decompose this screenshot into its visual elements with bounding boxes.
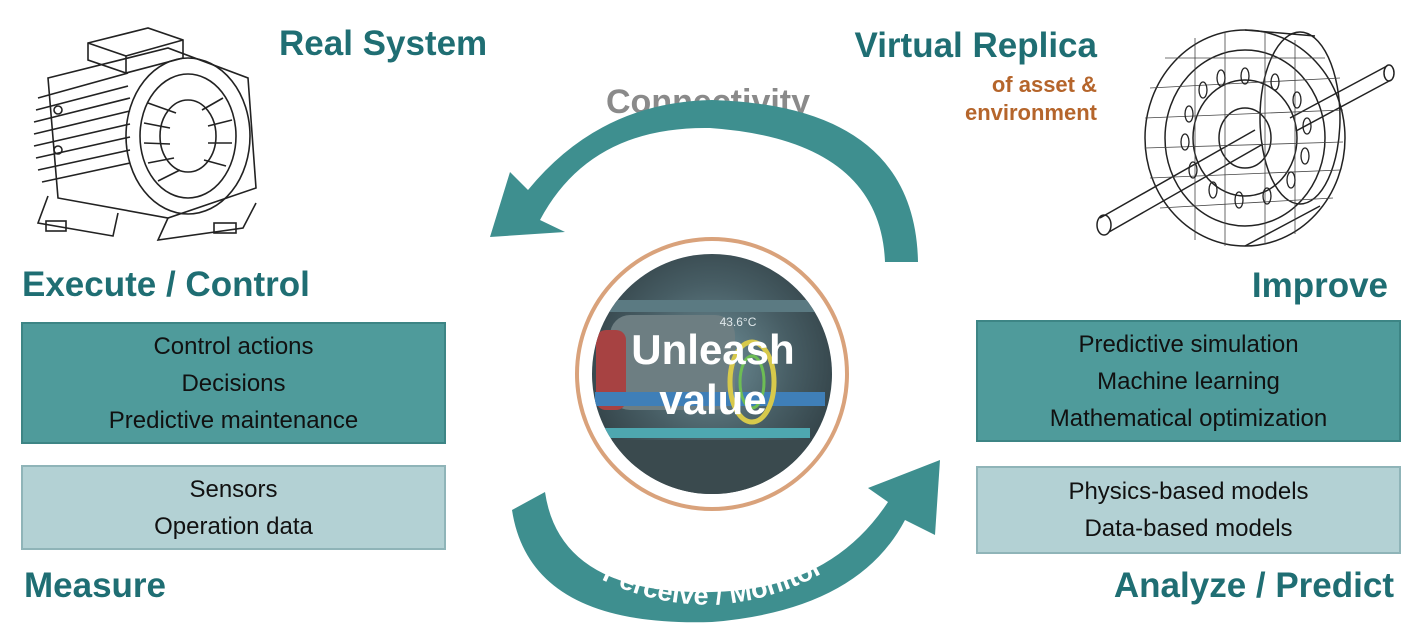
analyze-predict-heading: Analyze / Predict [1113, 566, 1394, 605]
execute-item: Decisions [181, 369, 286, 397]
improve-item: Predictive simulation [1078, 330, 1299, 358]
center-text-line-1: Unleash [631, 326, 794, 373]
execute-item: Control actions [153, 332, 314, 360]
improve-heading: Improve [1251, 266, 1388, 305]
center-text-line-2: value [659, 376, 766, 423]
analyze-item: Physics-based models [1068, 478, 1309, 505]
plan-optimize-arrow [490, 100, 918, 262]
analyze-box: Physics-based models Data-based models [976, 466, 1401, 554]
execute-item: Predictive maintenance [108, 406, 359, 434]
virtual-replica-subheading: of asset & environment [965, 71, 1097, 127]
virtual-rotor-illustration [1096, 29, 1395, 247]
real-system-heading: Real System [279, 24, 488, 63]
measure-box: Sensors Operation data [21, 465, 446, 550]
virtual-replica-sub-line-2: environment [964, 100, 1097, 125]
analyze-item: Data-based models [1084, 515, 1293, 542]
improve-item: Mathematical optimization [1049, 404, 1328, 432]
improve-item: Machine learning [1097, 367, 1280, 395]
measure-item: Sensors [189, 475, 278, 503]
temperature-readout: 43.6°C [720, 315, 757, 329]
virtual-replica-heading: Virtual Replica [854, 26, 1097, 65]
perceive-monitor-label: Perceive / Monitor [599, 551, 828, 611]
perceive-monitor-arrow [512, 460, 940, 623]
measure-heading: Measure [24, 566, 167, 605]
measure-item: Operation data [154, 512, 313, 540]
improve-box: Predictive simulation Machine learning M… [976, 320, 1401, 442]
execute-control-box: Control actions Decisions Predictive mai… [21, 322, 446, 444]
real-motor-illustration [33, 27, 257, 241]
virtual-replica-sub-line-1: of asset & [991, 72, 1097, 97]
execute-control-heading: Execute / Control [22, 265, 310, 304]
